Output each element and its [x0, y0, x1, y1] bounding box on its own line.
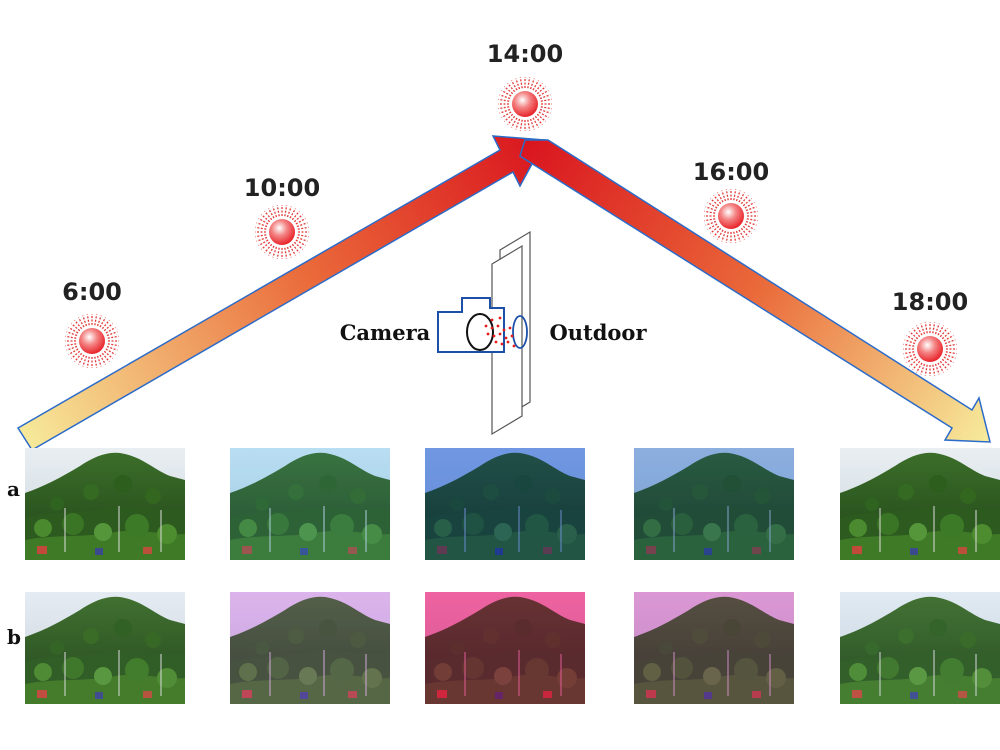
landscape-photo [839, 591, 1000, 705]
camera-window-device [437, 230, 531, 436]
landscape-photo [229, 447, 391, 561]
camera-icon [437, 297, 505, 353]
camera-lens [466, 313, 494, 351]
landscape-photo [839, 447, 1000, 561]
time-label-1000: 10:00 [244, 174, 320, 202]
sun-icon [903, 322, 957, 376]
photo-grid [24, 447, 1000, 705]
time-label-1600: 16:00 [693, 158, 769, 186]
landscape-photo [424, 591, 586, 705]
light-beam [484, 316, 516, 348]
sun-icon [498, 77, 552, 131]
row-label-b: b [7, 625, 21, 649]
landscape-photo [229, 591, 391, 705]
row-label-a: a [7, 477, 20, 501]
landscape-photo [633, 591, 795, 705]
outdoor-lens [512, 315, 528, 349]
landscape-photo [24, 591, 186, 705]
sun-icon [704, 189, 758, 243]
landscape-photo [24, 447, 186, 561]
falling-arrow [519, 139, 991, 443]
sun-icon [65, 314, 119, 368]
window-pane-front [491, 244, 523, 436]
sun-markers [65, 77, 957, 376]
landscape-photo [424, 447, 586, 561]
time-label-1400: 14:00 [487, 40, 563, 68]
time-label-1800: 18:00 [892, 288, 968, 316]
outdoor-label: Outdoor [549, 320, 647, 345]
landscape-photo [633, 447, 795, 561]
sun-icon [255, 205, 309, 259]
camera-label: Camera [340, 320, 431, 345]
time-label-0600: 6:00 [62, 278, 122, 306]
